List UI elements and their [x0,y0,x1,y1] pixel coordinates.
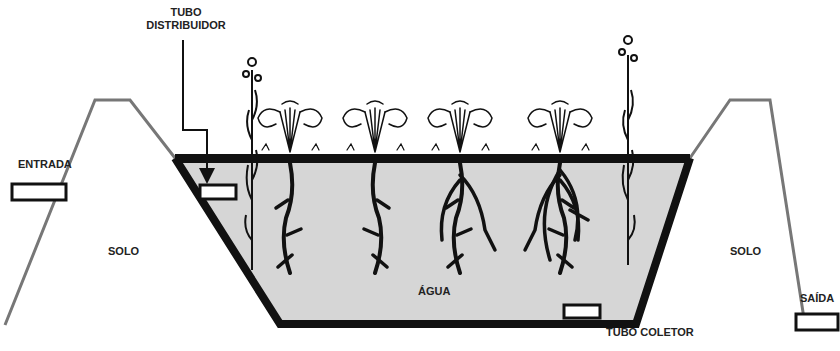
outlet-label: SAÍDA [800,292,834,305]
pipe-label: TUBO COLETOR [606,326,694,339]
inlet-label: ENTRADA [18,158,72,171]
water-label: ÁGUA [418,285,450,298]
soil-label: SOLO [108,245,139,258]
pipe-label: TUBO DISTRIBUIDOR [138,6,234,32]
soil-label: SOLO [730,245,761,258]
